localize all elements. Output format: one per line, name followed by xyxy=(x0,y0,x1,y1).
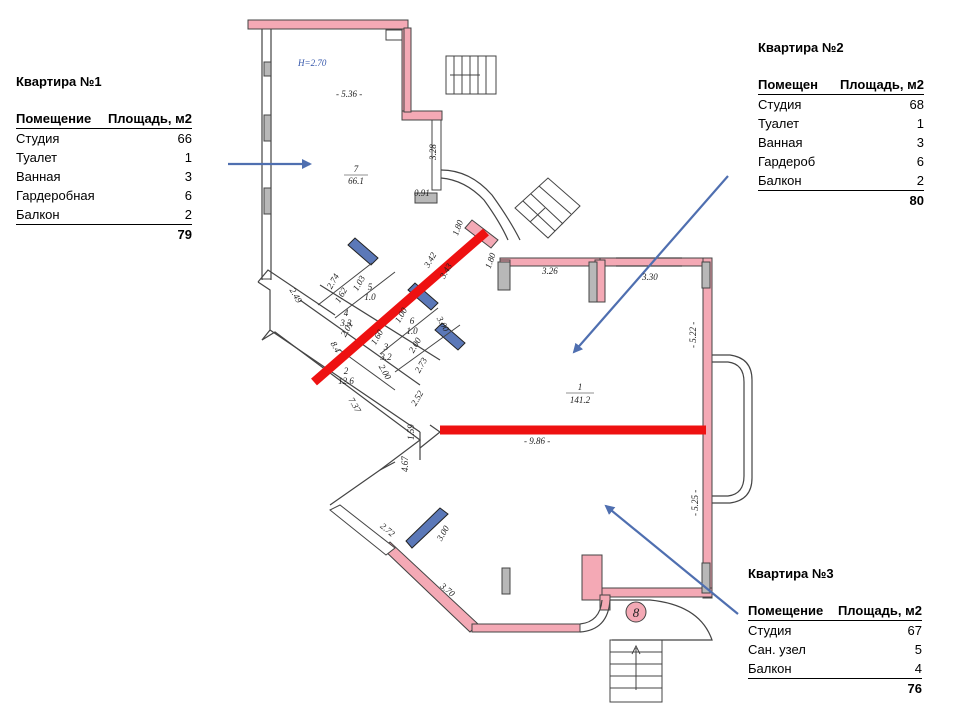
dim-525: - 5.25 - xyxy=(690,490,700,516)
room2-area: 12.6 xyxy=(338,376,354,386)
split-lines xyxy=(311,228,706,435)
room3-number: 3 xyxy=(383,342,389,352)
dim-536: - 5.36 - xyxy=(336,89,362,99)
dim-180b: 1.80 xyxy=(483,251,498,270)
stair-number: 8 xyxy=(633,605,640,620)
apartment-title: Квартира №3 xyxy=(748,566,834,581)
dim-522: - 5.22 - xyxy=(688,322,698,348)
dim-103: 1.03 xyxy=(351,273,368,292)
dim-326: 3.26 xyxy=(541,266,558,276)
height-label: H=2.70 xyxy=(297,58,327,68)
col-area: Площадь, м2 xyxy=(101,109,192,129)
room1-number: 1 xyxy=(578,382,583,392)
room1-area: 141.2 xyxy=(570,395,591,405)
room7-number: 7 xyxy=(354,164,359,174)
stairs-top xyxy=(445,55,497,95)
room4-number: 4 xyxy=(344,308,349,318)
dim-159: 1.59 xyxy=(406,424,416,440)
room7-area: 66.1 xyxy=(348,176,364,186)
window-units xyxy=(347,237,466,549)
room3-area: 3.2 xyxy=(379,352,392,362)
dim-467: 4.67 xyxy=(400,456,410,472)
dim-091: 0.91 xyxy=(414,188,430,198)
dim-180a: 1.80 xyxy=(450,218,465,237)
dim-737: 7.37 xyxy=(347,396,364,415)
apartment-3-table: Квартира №3 Помещение Площадь, м2 Студия… xyxy=(748,566,922,696)
room4-area: 3.3 xyxy=(339,318,352,328)
col-room: Помещение xyxy=(748,601,831,621)
stairs-bottom xyxy=(609,639,663,703)
dim-300b: 3.00 xyxy=(434,523,451,543)
stair-number-circle xyxy=(625,601,647,623)
col-area: Площадь, м2 xyxy=(830,601,922,621)
apartment-1-table: Квартира №1 Помещение Площадь, м2 Студия… xyxy=(16,74,192,242)
apartment-title: Квартира №1 xyxy=(16,74,102,89)
apartment-total: 80 xyxy=(909,193,924,208)
dim-342: 3.42 xyxy=(421,250,438,270)
dim-249: 2.49 xyxy=(288,286,305,305)
room6-area: 1.0 xyxy=(406,326,418,336)
split-line-diagonal xyxy=(311,228,489,386)
pointer-arrows xyxy=(228,159,739,615)
dim-272: 2.72 xyxy=(378,521,397,539)
wall-lines xyxy=(257,29,753,641)
room5-number: 5 xyxy=(368,282,373,292)
room5-area: 1.0 xyxy=(364,292,376,302)
dim-252: 2.52 xyxy=(409,388,426,407)
dim-200a: 2.00 xyxy=(407,335,424,354)
col-room: Помещение xyxy=(16,109,102,129)
arrow-apartment-2 xyxy=(572,175,729,354)
room6-number: 6 xyxy=(410,316,415,326)
dim-330: 3.30 xyxy=(641,272,658,282)
apartment-title: Квартира №2 xyxy=(758,40,844,55)
col-area: Площадь, м2 xyxy=(827,75,924,95)
dim-328: 3.28 xyxy=(428,144,438,161)
apartment-total: 76 xyxy=(907,681,922,696)
col-room: Помещен xyxy=(758,75,828,95)
arrow-apartment-3 xyxy=(604,504,739,615)
apartment-total: 79 xyxy=(177,227,192,242)
dim-84: 8.4 xyxy=(329,340,344,355)
grey-partitions xyxy=(263,61,711,595)
dim-986: - 9.86 - xyxy=(524,436,550,446)
stairs-diagonal xyxy=(514,177,581,239)
exterior-walls xyxy=(247,19,713,633)
dim-273: 2.73 xyxy=(413,355,430,374)
room2-number: 2 xyxy=(344,366,349,376)
